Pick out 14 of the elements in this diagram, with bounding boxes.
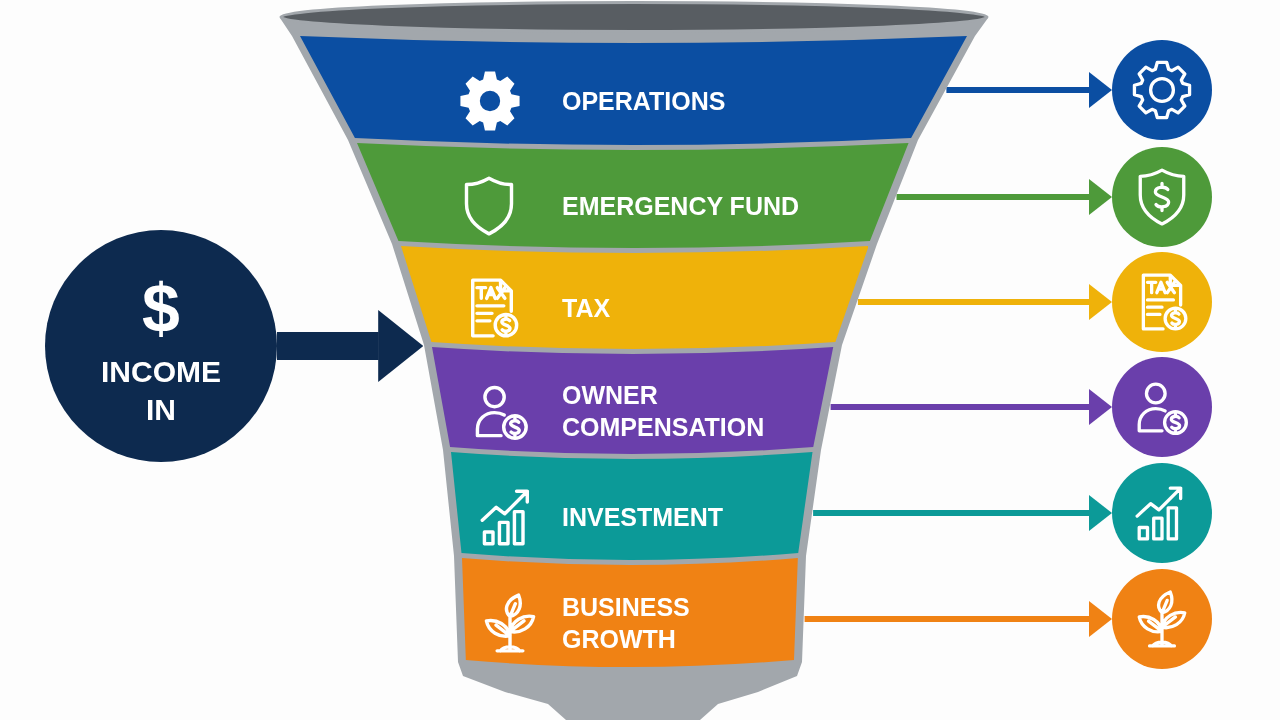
band-label: BUSINESS GROWTH <box>562 592 691 655</box>
band-label: TAX <box>562 293 611 324</box>
funnel-band <box>400 246 869 349</box>
band-label: OWNER COMPENSATION <box>562 380 766 443</box>
band-label: INVESTMENT <box>562 501 724 533</box>
funnel-band <box>300 36 967 145</box>
funnel-band <box>462 558 798 667</box>
funnel-band <box>451 452 813 560</box>
band-label: EMERGENCY FUND <box>562 191 800 222</box>
dollar-sign: $ <box>142 273 180 343</box>
band-label: OPERATIONS <box>562 86 726 117</box>
funnel-band <box>432 347 834 454</box>
funnel-band <box>357 143 909 248</box>
income-label: INCOME IN <box>100 354 222 428</box>
